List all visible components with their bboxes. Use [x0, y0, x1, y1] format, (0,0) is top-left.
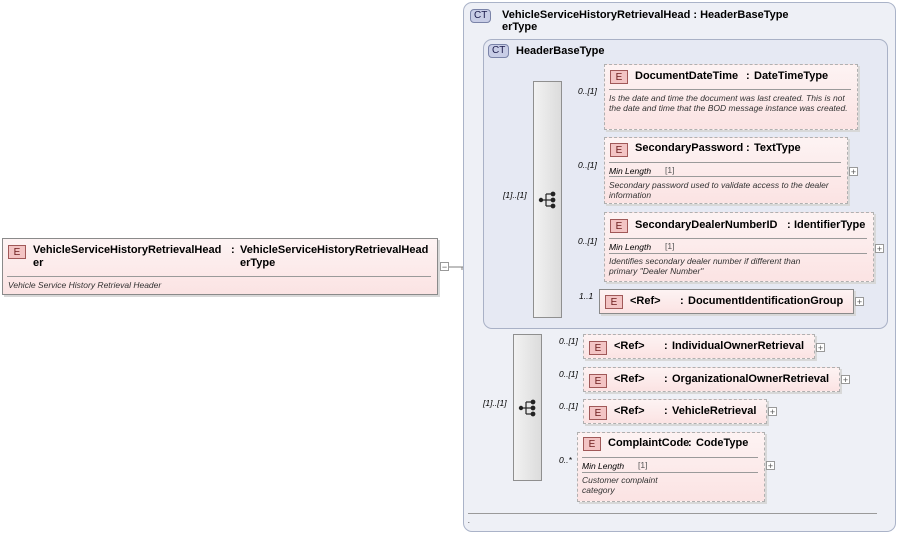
element-document-date-time[interactable]: E DocumentDateTime : DateTimeType Is the… [604, 64, 858, 130]
element-document-identification-group-ref[interactable]: E <Ref> : DocumentIdentificationGroup [599, 289, 854, 314]
element-secondary-dealer-number-id[interactable]: E SecondaryDealerNumberID : IdentifierTy… [604, 212, 874, 282]
element-colon: : [787, 219, 791, 231]
outer-type-title-line2: erType [502, 21, 538, 33]
element-type: DocumentIdentificationGroup [688, 295, 844, 307]
root-element-description: Vehicle Service History Retrieval Header [8, 280, 162, 290]
separator [7, 276, 431, 277]
element-description: Customer complaint category [582, 475, 658, 495]
root-element-colon: : [231, 244, 235, 256]
expand-toggle[interactable]: + [766, 461, 775, 471]
root-element-type: VehicleServiceHistoryRetrievalHead erTyp… [240, 244, 429, 269]
element-colon: : [746, 142, 750, 154]
root-element[interactable]: E VehicleServiceHistoryRetrievalHead er … [2, 238, 438, 295]
element-badge: E [610, 70, 628, 84]
element-secondary-password[interactable]: E SecondaryPassword : TextType Min Lengt… [604, 137, 848, 204]
element-complaint-code[interactable]: E ComplaintCode : CodeType Min Length [1… [577, 432, 765, 502]
expand-toggle[interactable]: + [875, 244, 884, 254]
facet-label: Min Length [609, 242, 652, 252]
expand-toggle[interactable]: + [841, 375, 850, 385]
separator [609, 89, 851, 90]
facet-value: [1] [665, 241, 675, 251]
element-colon: : [746, 70, 750, 82]
element-organizational-owner-retrieval-ref[interactable]: E <Ref> : OrganizationalOwnerRetrieval [583, 367, 840, 392]
separator [582, 472, 758, 473]
collapse-toggle[interactable]: − [440, 262, 449, 272]
separator [582, 457, 758, 458]
separator [609, 162, 841, 163]
element-colon: : [680, 295, 684, 307]
element-description: Is the date and time the document was la… [609, 93, 848, 113]
occurrence-label: 0..[1] [559, 401, 578, 411]
element-colon: : [688, 437, 692, 449]
element-type: DateTimeType [754, 70, 829, 82]
element-colon: : [664, 405, 668, 417]
element-type: IdentifierType [794, 219, 866, 231]
facet-label: Min Length [609, 166, 652, 176]
sequence-occurrence: [1]..[1] [503, 190, 527, 200]
element-badge: E [589, 406, 607, 420]
element-description: Secondary password used to validate acce… [609, 180, 829, 200]
outer-type-title: VehicleServiceHistoryRetrievalHead : Hea… [502, 9, 789, 21]
complex-type-badge: CT [488, 44, 510, 58]
occurrence-label: 0..[1] [559, 369, 578, 379]
element-name: <Ref> [630, 295, 661, 307]
element-colon: : [664, 373, 668, 385]
sequence-icon [518, 399, 535, 416]
sequence-compositor[interactable] [513, 334, 542, 481]
occurrence-label: 0..[1] [578, 160, 597, 170]
separator [609, 238, 867, 239]
expand-toggle[interactable]: + [855, 297, 864, 307]
sequence-icon [538, 191, 555, 208]
occurrence-label: 0..[1] [578, 86, 597, 96]
element-name: SecondaryPassword [635, 142, 744, 154]
element-badge: E [610, 219, 628, 233]
element-type: CodeType [696, 437, 749, 449]
sequence-compositor[interactable] [533, 81, 562, 318]
element-badge: E [8, 245, 26, 259]
element-name: <Ref> [614, 373, 645, 385]
element-name: <Ref> [614, 340, 645, 352]
footer-dot: . [468, 515, 471, 525]
element-badge: E [610, 143, 628, 157]
occurrence-label: 0..[1] [559, 336, 578, 346]
complex-type-badge: CT [470, 9, 492, 23]
element-badge: E [589, 374, 607, 388]
element-colon: : [664, 340, 668, 352]
expand-toggle[interactable]: + [816, 343, 825, 353]
element-badge: E [589, 341, 607, 355]
expand-toggle[interactable]: + [768, 407, 777, 417]
element-badge: E [583, 437, 601, 451]
occurrence-label: 1..1 [579, 291, 594, 301]
element-name: SecondaryDealerNumberID [635, 219, 778, 231]
occurrence-label: 0..[1] [578, 236, 597, 246]
occurrence-label: 0..* [559, 455, 572, 465]
element-type: TextType [754, 142, 801, 154]
element-badge: E [605, 295, 623, 309]
element-type: IndividualOwnerRetrieval [672, 340, 805, 352]
sequence-occurrence: [1]..[1] [483, 398, 507, 408]
base-type-title: HeaderBaseType [516, 45, 605, 57]
element-individual-owner-retrieval-ref[interactable]: E <Ref> : IndividualOwnerRetrieval [583, 334, 815, 359]
element-type: VehicleRetrieval [672, 405, 757, 417]
element-name: DocumentDateTime [635, 70, 739, 82]
separator [609, 253, 867, 254]
facet-value: [1] [638, 460, 648, 470]
element-name: <Ref> [614, 405, 645, 417]
footer-separator [468, 513, 877, 514]
element-vehicle-retrieval-ref[interactable]: E <Ref> : VehicleRetrieval [583, 399, 767, 424]
element-description: Identifies secondary dealer number if di… [609, 256, 801, 276]
facet-label: Min Length [582, 461, 625, 471]
facet-value: [1] [665, 165, 675, 175]
element-type: OrganizationalOwnerRetrieval [672, 373, 830, 385]
separator [609, 176, 841, 177]
expand-toggle[interactable]: + [849, 167, 858, 177]
root-element-name: VehicleServiceHistoryRetrievalHead er [33, 244, 222, 269]
element-name: ComplaintCode [608, 437, 690, 449]
